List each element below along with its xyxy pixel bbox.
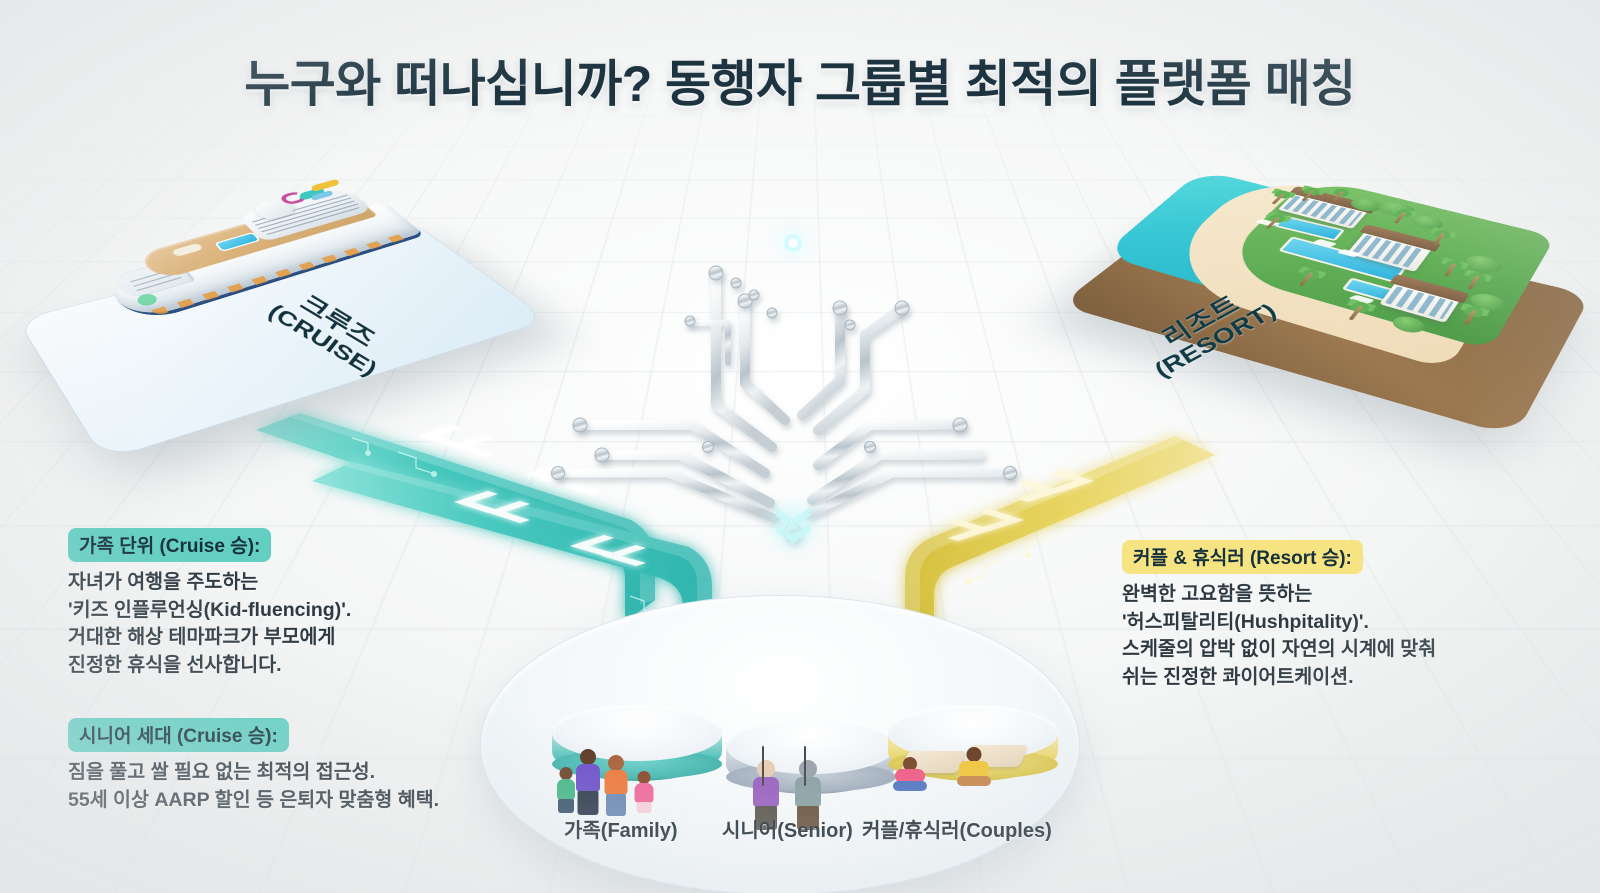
figure-group-senior [726, 716, 896, 830]
platform-card-resort[interactable] [1059, 169, 1592, 437]
podium-family[interactable] [552, 705, 722, 816]
callout-family-line-4: 진정한 휴식을 선사합니다. [68, 654, 282, 677]
callout-couples: 커플 & 휴식러 (Resort 승): 완벽한 고요함을 뜻하는 '허스피탈리… [1122, 540, 1436, 692]
callout-couples-line-4: 쉬는 진정한 콰이어트케이션. [1122, 666, 1354, 689]
figure-group-couples [888, 703, 1058, 813]
circuit-tree-hub [551, 234, 1017, 551]
group-label-couples: 커플/휴식러(Couples) [862, 820, 1052, 842]
callout-senior: 시니어 세대 (Cruise 승): 짐을 풀고 쌀 필요 없는 최적의 접근성… [68, 718, 439, 814]
callout-couples-line-1: 완벽한 고요함을 뜻하는 [1122, 583, 1313, 605]
figure-group-family [552, 703, 722, 816]
podium-couples[interactable] [888, 705, 1058, 791]
callout-couples-line-2: '허스피탈리티(Hushpitality)'. [1122, 610, 1369, 633]
callout-senior-tag: 시니어 세대 (Cruise 승): [68, 718, 289, 752]
callout-family-body: 자녀가 여행을 주도하는 '키즈 인플루언싱(Kid-fluencing)'. … [68, 569, 351, 680]
group-label-family: 가족(Family) [564, 820, 678, 842]
callout-senior-line-1: 짐을 풀고 쌀 필요 없는 최적의 접근성. [68, 761, 376, 783]
page-title: 누구와 떠나십니까? 동행자 그룹별 최적의 플랫폼 매칭 [244, 56, 1356, 112]
callout-senior-body: 짐을 풀고 쌀 필요 없는 최적의 접근성. 55세 이상 AARP 할인 등 … [68, 759, 439, 814]
hub-glow-tip [784, 234, 802, 252]
callout-couples-body: 완벽한 고요함을 뜻하는 '허스피탈리티(Hushpitality)'. 스케줄… [1122, 581, 1436, 692]
podium-senior[interactable] [726, 718, 896, 830]
callout-family-tag: 가족 단위 (Cruise 승): [68, 528, 272, 562]
callout-senior-line-2: 55세 이상 AARP 할인 등 은퇴자 맞춤형 혜택. [68, 788, 440, 811]
group-label-senior: 시니어(Senior) [722, 820, 853, 842]
callout-family-line-3: 거대한 해상 테마파크가 부모에게 [68, 626, 336, 649]
callout-couples-tag: 커플 & 휴식러 (Resort 승): [1122, 540, 1363, 574]
callout-family-line-2: '키즈 인플루언싱(Kid-fluencing)'. [68, 598, 352, 621]
callout-family-line-1: 자녀가 여행을 주도하는 [68, 571, 259, 593]
callout-family: 가족 단위 (Cruise 승): 자녀가 여행을 주도하는 '키즈 인플루언싱… [68, 528, 351, 680]
callout-couples-line-3: 스케줄의 압박 없이 자연의 시계에 맞춰 [1122, 638, 1437, 661]
